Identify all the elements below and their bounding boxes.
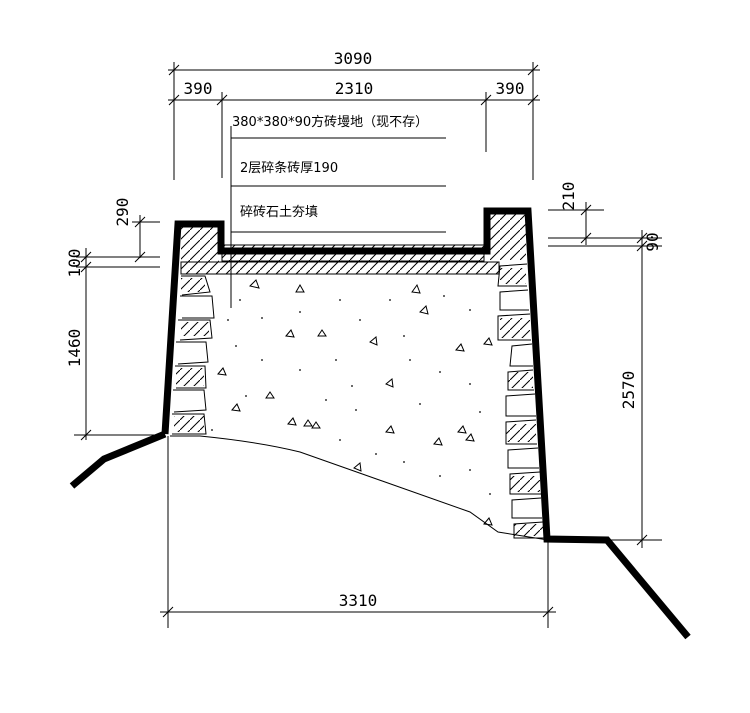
section-body bbox=[170, 214, 549, 541]
dim-left-wall-top: 390 bbox=[184, 79, 213, 98]
dim-left-cap: 290 bbox=[113, 198, 132, 227]
top-dimension-overall: 3090 bbox=[168, 49, 540, 180]
bottom-dimension: 3310 bbox=[160, 436, 556, 628]
note-paving: 380*380*90方砖墁地（现不存） bbox=[232, 114, 428, 130]
layer-notes: 380*380*90方砖墁地（现不存） 2层碎条砖厚190 碎砖石土夯填 bbox=[230, 114, 446, 308]
right-wall-stones bbox=[497, 263, 544, 539]
note-brick-layers: 2层碎条砖厚190 bbox=[240, 160, 338, 176]
left-dimensions: 290 100 1460 bbox=[65, 198, 160, 441]
dim-left-height: 1460 bbox=[65, 329, 84, 368]
dim-left-slab: 100 bbox=[65, 249, 84, 278]
dim-overall-top: 3090 bbox=[334, 49, 373, 68]
dim-center-top: 2310 bbox=[335, 79, 374, 98]
section-outline bbox=[69, 207, 691, 640]
dim-right-height: 2570 bbox=[619, 371, 638, 410]
left-wall-stones bbox=[172, 275, 215, 435]
dim-right-cap: 210 bbox=[559, 182, 578, 211]
fill-dots bbox=[211, 295, 491, 495]
top-dimension-segments: 390 2310 390 bbox=[168, 79, 540, 178]
note-rammed-fill: 碎砖石土夯填 bbox=[240, 205, 318, 220]
right-dimensions: 210 90 2570 bbox=[548, 182, 662, 548]
dim-right-slab: 90 bbox=[643, 232, 662, 251]
dim-overall-bottom: 3310 bbox=[339, 591, 378, 610]
fill-aggregate bbox=[217, 279, 493, 526]
dim-right-wall-top: 390 bbox=[496, 79, 525, 98]
